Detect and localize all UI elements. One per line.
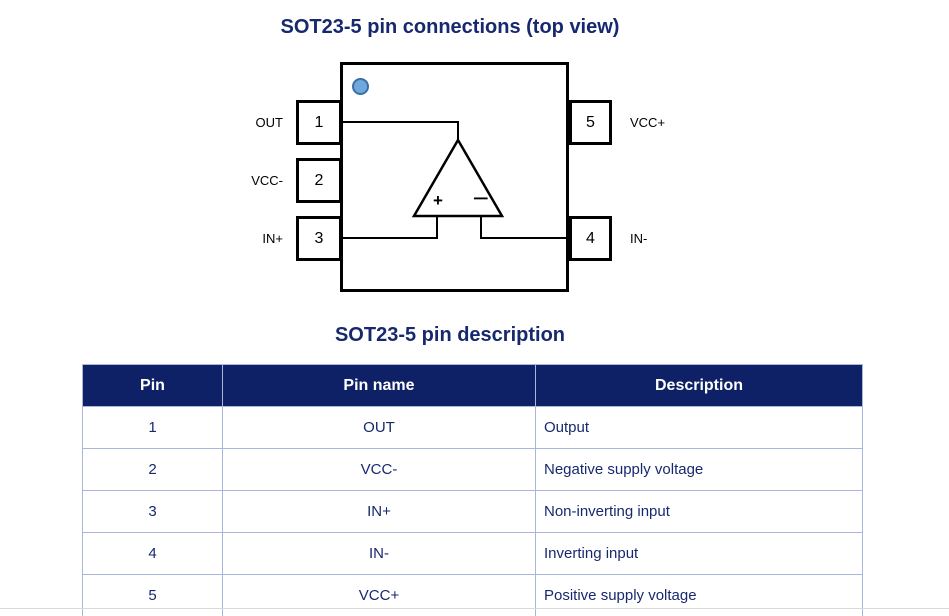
- pin-label-in-plus: IN+: [262, 231, 283, 246]
- cell-description: Negative supply voltage: [535, 448, 863, 491]
- cell-pin-name: IN-: [222, 532, 536, 575]
- pin-number-1: 1: [314, 113, 324, 131]
- pin-table-container: Pin Pin name Description 1 OUT Output 2 …: [82, 364, 863, 616]
- cell-description: Output: [535, 406, 863, 449]
- pin-label-in-minus: IN-: [630, 231, 648, 246]
- pin-label-vcc-plus: VCC+: [630, 115, 666, 130]
- pin-number-2: 2: [314, 171, 324, 189]
- table-row: 1 OUT Output: [82, 406, 863, 449]
- cell-pin-name: VCC-: [222, 448, 536, 491]
- cell-pin: 4: [82, 532, 223, 575]
- cell-description: Positive supply voltage: [535, 574, 863, 616]
- pin-box-1: 1: [296, 100, 342, 145]
- cell-description: Non-inverting input: [535, 490, 863, 533]
- table-row: 5 VCC+ Positive supply voltage: [82, 574, 863, 616]
- opamp-minus-sign: −: [473, 189, 489, 208]
- pin-label-vcc-minus: VCC-: [251, 173, 283, 188]
- table-header-pin: Pin: [82, 364, 223, 407]
- opamp-plus-sign: +: [433, 191, 443, 210]
- table-header-description: Description: [535, 364, 863, 407]
- table-header-row: Pin Pin name Description: [82, 364, 863, 407]
- pin-number-4: 4: [586, 229, 595, 247]
- cell-pin: 3: [82, 490, 223, 533]
- cell-pin: 1: [82, 406, 223, 449]
- pin1-indicator-dot: [352, 78, 369, 95]
- table-header-pin-name: Pin name: [222, 364, 536, 407]
- cell-pin: 2: [82, 448, 223, 491]
- cell-description: Inverting input: [535, 532, 863, 575]
- table-row: 3 IN+ Non-inverting input: [82, 490, 863, 533]
- cell-pin-name: OUT: [222, 406, 536, 449]
- pin-number-5: 5: [586, 113, 595, 131]
- table-row: 2 VCC- Negative supply voltage: [82, 448, 863, 491]
- pin-number-3: 3: [314, 229, 324, 247]
- pin-label-out: OUT: [255, 115, 283, 130]
- cell-pin-name: IN+: [222, 490, 536, 533]
- pin-box-5: 5: [569, 100, 612, 145]
- cell-pin-name: VCC+: [222, 574, 536, 616]
- pin-box-3: 3: [296, 216, 342, 261]
- cell-pin: 5: [82, 574, 223, 616]
- pin-box-4: 4: [569, 216, 612, 261]
- package-outline: [340, 62, 569, 292]
- pin-description-title: SOT23-5 pin description: [334, 324, 566, 346]
- pin-connections-title: SOT23-5 pin connections (top view): [280, 16, 620, 38]
- page-bottom-rule: [0, 608, 949, 609]
- pin-box-2: 2: [296, 158, 342, 203]
- table-row: 4 IN- Inverting input: [82, 532, 863, 575]
- pin-table: Pin Pin name Description 1 OUT Output 2 …: [82, 364, 863, 616]
